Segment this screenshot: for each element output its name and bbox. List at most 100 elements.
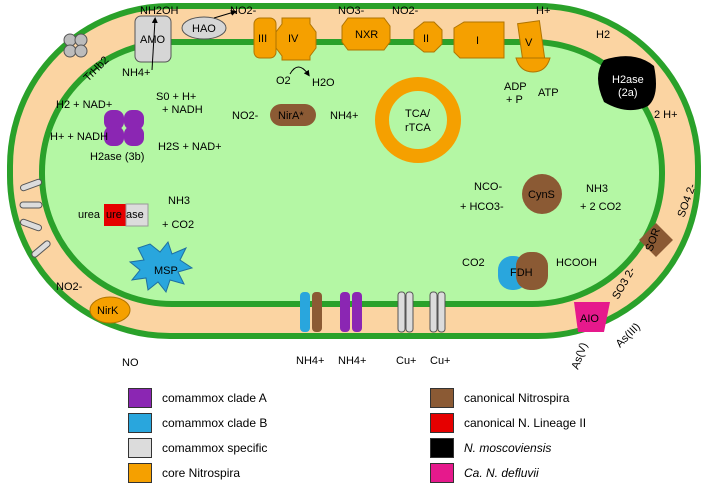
nirk-enzyme <box>89 296 131 324</box>
cu-transporter-2a <box>429 291 438 333</box>
legend-label: comammox specific <box>162 441 268 455</box>
h2-nad-label: H2 + NAD+ <box>56 99 112 111</box>
complex-i <box>453 21 505 59</box>
hao-label: HAO <box>192 23 216 35</box>
complex-v-label: V <box>525 37 533 49</box>
complex-iv-label: IV <box>288 33 299 45</box>
legend-item-ca-n-defluvii: Ca. N. defluvii <box>430 463 539 483</box>
adp-label: ADP <box>504 81 527 93</box>
h2ase-2a-label-b: (2a) <box>618 87 638 99</box>
legend-label: core Nitrospira <box>162 466 241 480</box>
plus-p-label: + P <box>506 94 523 106</box>
legend-swatch <box>128 388 152 408</box>
cyns-enzyme <box>522 174 562 214</box>
legend-label: N. moscoviensis <box>464 441 552 455</box>
tca-label-b: rTCA <box>405 122 431 134</box>
nh4-b-label: NH4+ <box>296 355 324 367</box>
legend-swatch <box>128 438 152 458</box>
aio-label: AIO <box>580 313 599 325</box>
co2-fdh-label: CO2 <box>462 257 485 269</box>
sor-enzyme <box>639 223 673 257</box>
complex-iii-label: III <box>258 33 267 45</box>
no3-label: NO3- <box>338 5 365 17</box>
legend-label: Ca. N. defluvii <box>464 466 539 480</box>
complex-v-head <box>515 57 551 73</box>
h2ase-2a-label-a: H2ase <box>612 74 644 86</box>
cu-transporter-1b <box>405 291 414 333</box>
legend-swatch <box>430 413 454 433</box>
urea-label: urea <box>78 209 101 221</box>
legend-label: canonical Nitrospira <box>464 391 570 405</box>
legend-label: comammox clade A <box>162 391 267 405</box>
complex-i-label: I <box>476 35 479 47</box>
nh4-a-label: NH4+ <box>338 355 366 367</box>
co2-cyns-label: + 2 CO2 <box>580 201 621 213</box>
h2-label: H2 <box>596 29 610 41</box>
h2ase-3b-label: H2ase (3b) <box>90 151 144 163</box>
legend-label: comammox clade B <box>162 416 268 430</box>
legend-item-core-nitrospira: core Nitrospira <box>128 463 240 483</box>
legend-item-canonical-nitrospira: canonical Nitrospira <box>430 388 569 408</box>
cu-1-label: Cu+ <box>396 355 417 367</box>
cu-2-label: Cu+ <box>430 355 451 367</box>
legend-swatch <box>430 438 454 458</box>
amo-complex <box>134 15 172 63</box>
asiii-label: As(III) <box>614 321 643 350</box>
no2-nxr-label: NO2- <box>392 5 419 17</box>
urease-red <box>104 204 126 226</box>
legend-item-comammox-specific: comammox specific <box>128 438 267 458</box>
amt-canonical-brown <box>312 292 322 332</box>
h2ase-3b-complex <box>104 110 144 146</box>
urease-label-b: ase <box>126 209 144 221</box>
two-h-label: 2 H+ <box>654 109 678 121</box>
legend-item-canonical-lineage-ii: canonical N. Lineage II <box>430 413 586 433</box>
legend-swatch <box>128 413 152 433</box>
urease-gray <box>125 203 149 227</box>
hco3-label: + HCO3- <box>460 201 504 213</box>
trhb2-protein <box>63 33 88 58</box>
no2-nirk-label: NO2- <box>56 281 83 293</box>
nh4-nira-label: NH4+ <box>330 110 358 122</box>
msp-label: MSP <box>154 265 178 277</box>
no2-nira-label: NO2- <box>232 110 259 122</box>
msp-burst <box>128 240 194 294</box>
legend-label: canonical N. Lineage II <box>464 416 587 430</box>
hao-arrow <box>213 9 237 19</box>
legend-item-comammox-clade-b: comammox clade B <box>128 413 267 433</box>
h2s-nad-label: H2S + NAD+ <box>158 141 222 153</box>
nxr-label: NXR <box>355 29 378 41</box>
legend-swatch <box>430 388 454 408</box>
atp-label: ATP <box>538 87 559 99</box>
nh4-amo-label: NH4+ <box>122 67 150 79</box>
nco-label: NCO- <box>474 181 502 193</box>
nh2oh-label: NH2OH <box>140 5 179 17</box>
urea-transporter <box>19 178 51 258</box>
complex-ii <box>413 21 443 53</box>
nira-label: NirA* <box>278 110 304 122</box>
amt-clade-b-blue <box>300 292 310 332</box>
cu-transporter-2b <box>437 291 446 333</box>
legend-item-comammox-clade-a: comammox clade A <box>128 388 267 408</box>
tca-cycle <box>375 77 461 163</box>
complex-iv <box>275 17 317 61</box>
nh3-cyns-label: NH3 <box>586 183 608 195</box>
no2-hao-label: NO2- <box>230 5 257 17</box>
amo-label: AMO <box>140 34 166 46</box>
nirk-label: NirK <box>97 305 119 317</box>
hcooh-label: HCOOH <box>556 257 597 269</box>
co2-urea-label: + CO2 <box>162 219 194 231</box>
no-label: NO <box>122 357 139 369</box>
nira-enzyme <box>270 104 316 126</box>
nxr-complex <box>341 17 391 51</box>
cyns-label: CynS <box>528 189 555 201</box>
h-nadh-label: H+ + NADH <box>50 131 108 143</box>
fdh-brown <box>516 252 548 290</box>
legend-swatch <box>128 463 152 483</box>
urease-label-a: ure <box>106 209 122 221</box>
fdh-label: FDH <box>510 267 533 279</box>
asv-label: As(V) <box>570 341 591 371</box>
complex-ii-label: II <box>423 33 429 45</box>
legend-item-n-moscoviensis: N. moscoviensis <box>430 438 551 458</box>
h2o-label: H2O <box>312 77 335 89</box>
